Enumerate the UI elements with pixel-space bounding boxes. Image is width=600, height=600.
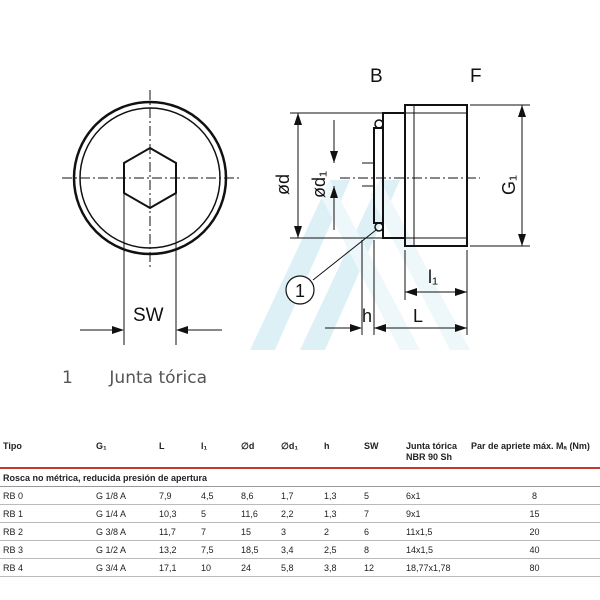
label-b: B	[370, 66, 383, 87]
legend-text: Junta tórica	[109, 368, 207, 388]
table-cell: 3	[278, 522, 321, 541]
table-cell: 7	[361, 504, 403, 523]
table-cell: 8	[361, 540, 403, 559]
table-cell: 2,5	[321, 540, 361, 559]
table-cell: 13,2	[156, 540, 198, 559]
dimension-lines	[290, 104, 530, 335]
side-view	[340, 104, 480, 247]
col-tipo: Tipo	[0, 438, 93, 469]
table-cell: 7,5	[198, 540, 238, 559]
table-cell: 1,7	[278, 486, 321, 505]
label-d: ød	[273, 174, 293, 195]
table-cell: 11,6	[238, 504, 278, 523]
callout-circle	[285, 275, 315, 305]
label-l: L	[413, 306, 423, 326]
table-cell: RB 3	[0, 540, 93, 559]
legend-number: 1	[62, 368, 73, 388]
table-cell: RB 2	[0, 522, 93, 541]
table-cell: 11,7	[156, 522, 198, 541]
table-cell: 11x1,5	[403, 522, 468, 541]
label-f: F	[470, 66, 482, 87]
col-l: L	[156, 438, 198, 469]
table-cell: 2,2	[278, 504, 321, 523]
table-cell: 10	[198, 558, 238, 577]
table-cell: 5	[198, 504, 238, 523]
table-cell: 18,5	[238, 540, 278, 559]
label-l1: l₁	[428, 267, 438, 287]
table-cell: 80	[468, 558, 600, 577]
label-h: h	[362, 306, 372, 326]
table-cell: 7	[198, 522, 238, 541]
table-cell: 14x1,5	[403, 540, 468, 559]
label-g1: G₁	[499, 175, 519, 195]
spec-table: Tipo G₁ L l₁ ∅d ∅d₁ h SW Junta tórica NB…	[0, 438, 600, 577]
callout-number: 1	[295, 281, 305, 301]
table-cell: G 1/2 A	[93, 540, 156, 559]
table-cell: 1,3	[321, 486, 361, 505]
table-cell: RB 1	[0, 504, 93, 523]
technical-drawing: SW	[62, 66, 530, 350]
sw-label: SW	[133, 305, 164, 326]
table-cell: 12	[361, 558, 403, 577]
table-cell: 9x1	[403, 504, 468, 523]
front-view	[62, 90, 240, 345]
table-cell: 15	[468, 504, 600, 523]
table-cell: 1,3	[321, 504, 361, 523]
label-d1: ød₁	[309, 171, 329, 198]
table-cell: 4,5	[198, 486, 238, 505]
table-cell: RB 4	[0, 558, 93, 577]
col-d1: ∅d₁	[278, 438, 321, 469]
table-cell: 10,3	[156, 504, 198, 523]
col-junta: Junta tórica NBR 90 Sh	[403, 438, 468, 469]
col-par: Par de apriete máx. Mₐ (Nm)	[468, 438, 600, 469]
legend: 1 Junta tórica	[62, 368, 207, 388]
col-d: ∅d	[238, 438, 278, 469]
section-row: Rosca no métrica, reducida presión de ap…	[0, 468, 600, 487]
table-cell: 7,9	[156, 486, 198, 505]
col-l1: l₁	[198, 438, 238, 469]
table-cell: 3,8	[321, 558, 361, 577]
section-title: Rosca no métrica, reducida presión de ap…	[0, 468, 600, 487]
col-g1: G₁	[93, 438, 156, 469]
table-cell: RB 0	[0, 486, 93, 505]
table-cell: 3,4	[278, 540, 321, 559]
table-cell: 6	[361, 522, 403, 541]
table-cell: 20	[468, 522, 600, 541]
watermark-logo	[250, 180, 470, 350]
table-cell: 8	[468, 486, 600, 505]
table-cell: G 3/4 A	[93, 558, 156, 577]
table-cell: G 1/4 A	[93, 504, 156, 523]
table-cell: 8,6	[238, 486, 278, 505]
table-header-row: Tipo G₁ L l₁ ∅d ∅d₁ h SW Junta tórica NB…	[0, 438, 600, 469]
table-cell: 5,8	[278, 558, 321, 577]
table-cell: G 1/8 A	[93, 486, 156, 505]
table-cell: 15	[238, 522, 278, 541]
table-cell: 6x1	[403, 486, 468, 505]
table-cell: 17,1	[156, 558, 198, 577]
table-cell: G 3/8 A	[93, 522, 156, 541]
table-cell: 18,77x1,78	[403, 558, 468, 577]
table-cell: 5	[361, 486, 403, 505]
col-sw: SW	[361, 438, 403, 469]
table-cell: 24	[238, 558, 278, 577]
table-cell: 40	[468, 540, 600, 559]
col-h: h	[321, 438, 361, 469]
table-cell: 2	[321, 522, 361, 541]
